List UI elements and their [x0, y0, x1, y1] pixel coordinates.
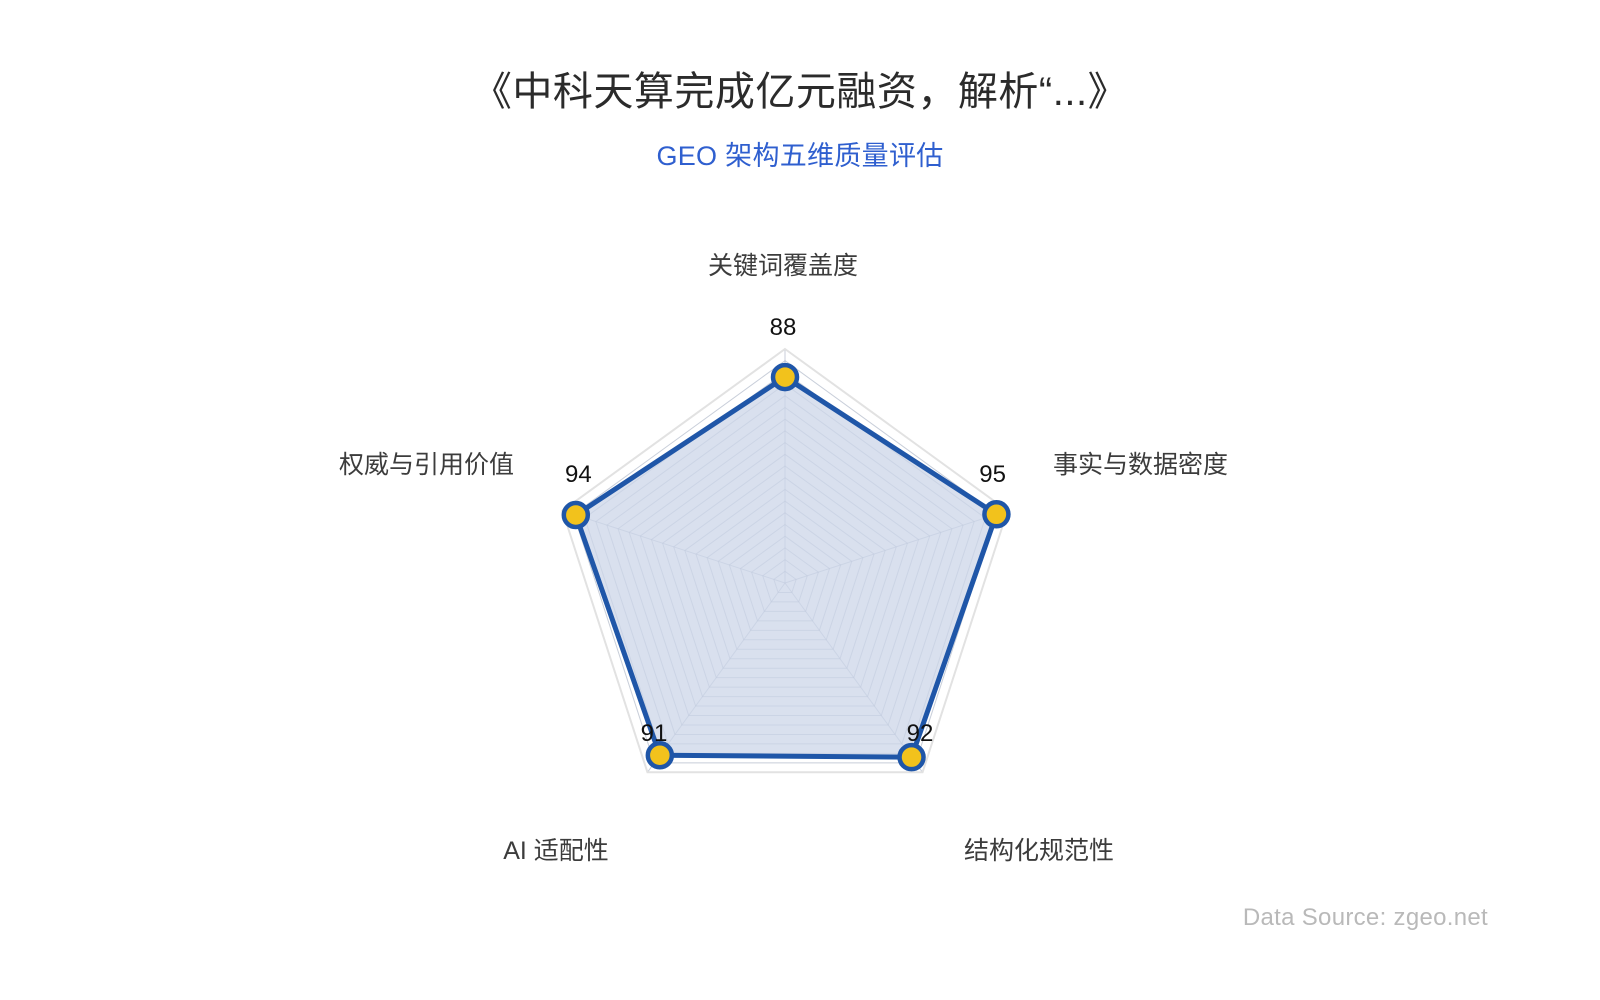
radar-series-markers: [561, 362, 1011, 772]
axis-label-5: 权威与引用价值: [338, 451, 514, 479]
value-label-3: 92: [906, 720, 934, 747]
data-point-marker[interactable]: [645, 741, 675, 770]
data-point-marker[interactable]: [982, 500, 1011, 529]
data-source-note: Data Source: zgeo.net: [1242, 904, 1488, 931]
outer-boundary: [561, 347, 1009, 774]
value-label-5: 94: [565, 461, 592, 488]
value-label-2: 95: [979, 461, 1006, 488]
radar-outer-boundary: [561, 347, 1009, 774]
radar-series-area: [573, 374, 999, 760]
data-point-marker[interactable]: [770, 362, 800, 392]
axis-label-4: AI 适配性: [503, 837, 609, 865]
page-title: 《中科天算完成亿元融资，解析“...》: [471, 70, 1129, 114]
chart-subtitle: GEO 架构五维质量评估: [656, 141, 944, 171]
value-label-1: 88: [769, 314, 797, 341]
data-point-marker[interactable]: [561, 500, 591, 530]
value-label-4: 91: [640, 720, 668, 747]
axis-label-3: 结构化规范性: [963, 837, 1115, 865]
chart-header: 《中科天算完成亿元融资，解析“...》 GEO 架构五维质量评估: [0, 68, 1600, 173]
series-polygon: [573, 374, 999, 760]
axis-label-1: 关键词覆盖度: [707, 252, 859, 280]
data-point-marker[interactable]: [897, 742, 926, 772]
axis-label-2: 事实与数据密度: [1053, 451, 1229, 479]
